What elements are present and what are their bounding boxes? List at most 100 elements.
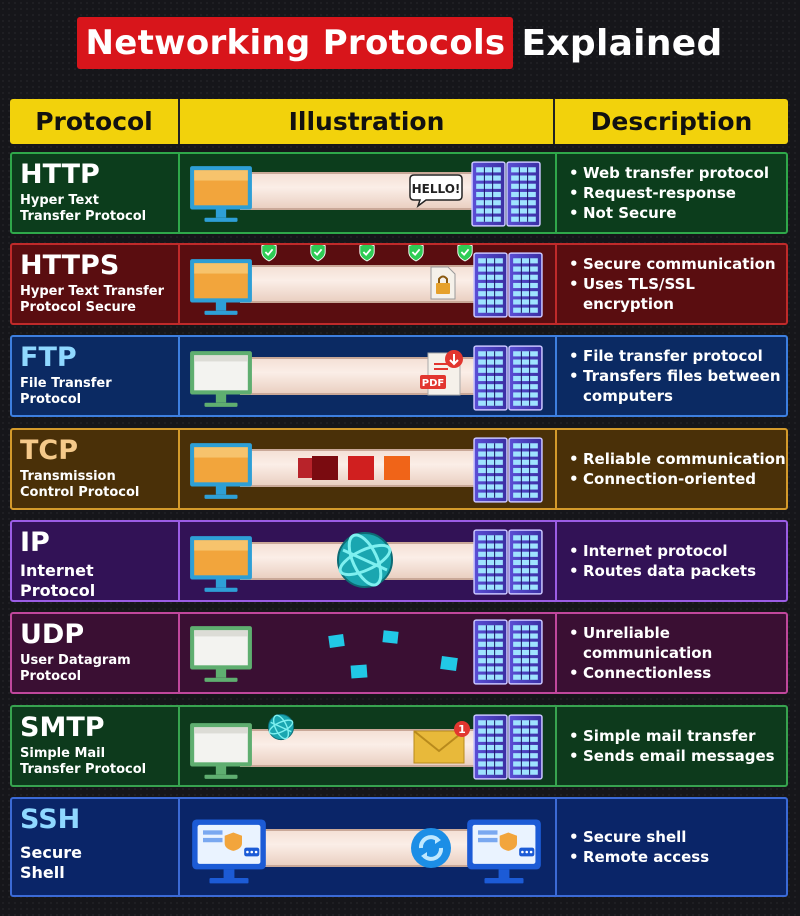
client-monitor-icon bbox=[188, 441, 254, 503]
data-packet bbox=[312, 456, 338, 480]
description-cell: Unreliable communication Connectionless bbox=[557, 614, 786, 692]
shield-check-icon bbox=[407, 243, 425, 262]
protocol-name: HTTP bbox=[20, 159, 100, 190]
notification-badge: 1 bbox=[458, 723, 466, 736]
header-illustration: Illustration bbox=[180, 99, 555, 144]
client-monitor-icon bbox=[188, 534, 254, 596]
server-icon bbox=[472, 618, 544, 686]
description-item: Remote access bbox=[567, 847, 786, 867]
protocol-cell: UDP User Datagram Protocol bbox=[12, 614, 180, 692]
description-cell: Secure shell Remote access bbox=[557, 799, 786, 895]
illustration-cell: PDF bbox=[180, 337, 557, 415]
client-monitor-icon bbox=[188, 349, 254, 411]
illustration-cell: 1 bbox=[180, 707, 557, 785]
server-icon bbox=[472, 344, 544, 412]
description-list: Unreliable communication Connectionless bbox=[567, 623, 786, 683]
page-title: Networking Protocols Explained bbox=[0, 12, 800, 74]
row-smtp: SMTP Simple Mail Transfer Protocol 1 Sim… bbox=[10, 705, 788, 787]
description-item: Not Secure bbox=[567, 203, 786, 223]
description-item: Web transfer protocol bbox=[567, 163, 786, 183]
client-monitor-icon bbox=[188, 624, 254, 686]
protocol-cell: SMTP Simple Mail Transfer Protocol bbox=[12, 707, 180, 785]
illustration-cell bbox=[180, 245, 557, 323]
illustration-cell bbox=[180, 614, 557, 692]
shield-check-icon bbox=[358, 243, 376, 262]
protocol-name: IP bbox=[20, 527, 50, 558]
description-item: Uses TLS/SSL encryption bbox=[567, 274, 786, 314]
client-monitor-icon bbox=[188, 164, 254, 226]
description-item: Sends email messages bbox=[567, 746, 786, 766]
pdf-label: PDF bbox=[422, 378, 444, 389]
protocol-cell: SSH Secure Shell bbox=[12, 799, 180, 895]
lock-document-icon bbox=[430, 266, 456, 300]
server-icon bbox=[472, 528, 544, 596]
server-icon bbox=[470, 160, 542, 228]
protocol-name: HTTPS bbox=[20, 250, 120, 281]
description-item: Connectionless bbox=[567, 663, 786, 683]
description-list: Secure communication Uses TLS/SSL encryp… bbox=[567, 254, 786, 314]
header-description: Description bbox=[590, 107, 753, 136]
globe-icon bbox=[267, 713, 295, 741]
protocol-fullname: File Transfer Protocol bbox=[20, 376, 112, 407]
description-item: Request-response bbox=[567, 183, 786, 203]
server-icon bbox=[472, 713, 544, 781]
description-cell: Simple mail transfer Sends email message… bbox=[557, 707, 786, 785]
data-packet bbox=[298, 458, 312, 478]
client-monitor-icon bbox=[188, 257, 254, 319]
protocol-fullname: Transmission Control Protocol bbox=[20, 469, 140, 500]
protocol-fullname: User Datagram Protocol bbox=[20, 653, 131, 684]
description-item: Transfers files between computers bbox=[567, 366, 786, 406]
data-packet bbox=[440, 655, 458, 672]
data-packet bbox=[348, 456, 374, 480]
row-http: HTTP Hyper Text Transfer Protocol HELLO!… bbox=[10, 152, 788, 234]
description-list: Web transfer protocol Request-response N… bbox=[567, 163, 786, 223]
title-rest: Explained bbox=[521, 22, 723, 64]
illustration-cell bbox=[180, 522, 557, 600]
description-list: Internet protocol Routes data packets bbox=[567, 541, 786, 581]
row-tcp: TCP Transmission Control Protocol Reliab… bbox=[10, 428, 788, 510]
protocol-name: TCP bbox=[20, 435, 79, 466]
description-item: Secure communication bbox=[567, 254, 786, 274]
description-item: File transfer protocol bbox=[567, 346, 786, 366]
protocol-name: FTP bbox=[20, 342, 77, 373]
speech-bubble-icon: HELLO! bbox=[409, 174, 463, 208]
data-packet bbox=[384, 456, 410, 480]
header-protocol: Protocol bbox=[10, 99, 180, 144]
description-cell: Secure communication Uses TLS/SSL encryp… bbox=[557, 245, 786, 323]
title-highlight: Networking Protocols bbox=[77, 17, 514, 69]
description-list: Secure shell Remote access bbox=[567, 827, 786, 867]
description-cell: Internet protocol Routes data packets bbox=[557, 522, 786, 600]
description-item: Simple mail transfer bbox=[567, 726, 786, 746]
protocol-fullname: Hyper Text Transfer Protocol Secure bbox=[20, 284, 164, 315]
illustration-cell bbox=[180, 799, 557, 895]
description-item: Secure shell bbox=[567, 827, 786, 847]
row-https: HTTPS Hyper Text Transfer Protocol Secur… bbox=[10, 243, 788, 325]
row-ip: IP Internet Protocol Internet protocol R… bbox=[10, 520, 788, 602]
description-list: File transfer protocol Transfers files b… bbox=[567, 346, 786, 406]
globe-icon bbox=[335, 530, 395, 590]
description-item: Internet protocol bbox=[567, 541, 786, 561]
protocol-cell: HTTPS Hyper Text Transfer Protocol Secur… bbox=[12, 245, 180, 323]
description-cell: Web transfer protocol Request-response N… bbox=[557, 154, 786, 232]
row-udp: UDP User Datagram Protocol Unreliable co… bbox=[10, 612, 788, 694]
envelope-icon: 1 bbox=[413, 721, 470, 764]
shield-check-icon bbox=[309, 243, 327, 262]
description-cell: File transfer protocol Transfers files b… bbox=[557, 337, 786, 415]
protocol-name: SMTP bbox=[20, 712, 105, 743]
description-item: Reliable communication bbox=[567, 449, 786, 469]
description-cell: Reliable communication Connection-orient… bbox=[557, 430, 786, 508]
client-monitor-icon bbox=[188, 721, 254, 783]
protocol-cell: TCP Transmission Control Protocol bbox=[12, 430, 180, 508]
illustration-cell bbox=[180, 430, 557, 508]
description-list: Simple mail transfer Sends email message… bbox=[567, 726, 786, 766]
protocol-cell: IP Internet Protocol bbox=[12, 522, 180, 600]
data-packet bbox=[328, 634, 345, 648]
shield-check-icon bbox=[260, 243, 278, 262]
protocol-fullname: Simple Mail Transfer Protocol bbox=[20, 746, 147, 777]
row-ftp: FTP File Transfer Protocol PDF File tran… bbox=[10, 335, 788, 417]
protocol-name: UDP bbox=[20, 619, 85, 650]
description-item: Routes data packets bbox=[567, 561, 786, 581]
data-packet bbox=[382, 630, 399, 644]
protocol-cell: FTP File Transfer Protocol bbox=[12, 337, 180, 415]
protocol-fullname: Hyper Text Transfer Protocol bbox=[20, 193, 147, 224]
